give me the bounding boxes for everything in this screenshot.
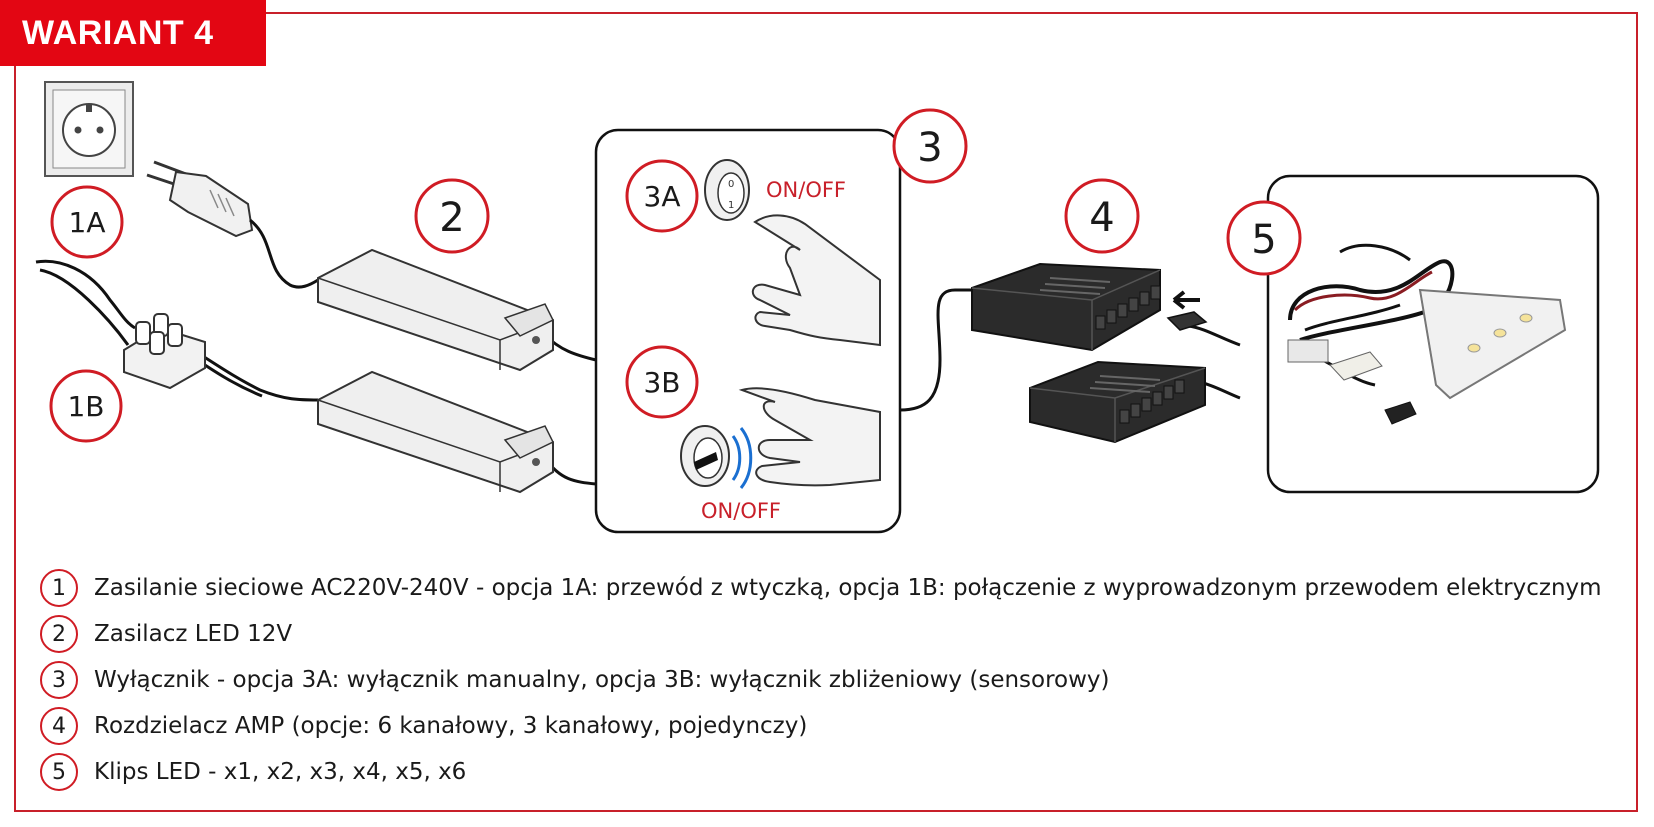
svg-text:4: 4 xyxy=(1089,195,1114,241)
badge-2: 2 xyxy=(414,178,490,254)
legend-number: 5 xyxy=(40,753,78,791)
svg-text:1: 1 xyxy=(728,200,734,211)
legend-number: 2 xyxy=(40,615,78,653)
svg-text:5: 5 xyxy=(1251,217,1276,263)
legend-item-5: 5 Klips LED - x1, x2, x3, x4, x5, x6 xyxy=(40,752,466,792)
wiring-diagram: 0 1 ON/OFF ON/OFF xyxy=(35,81,1600,534)
svg-text:3B: 3B xyxy=(643,366,680,399)
badge-3: 3 xyxy=(892,108,968,184)
legend-text: Zasilanie sieciowe AC220V-240V - opcja 1… xyxy=(94,575,1602,601)
badge-3b: 3B xyxy=(625,345,699,419)
led-clip-product xyxy=(1287,243,1567,425)
amp-plug xyxy=(1166,290,1208,331)
legend-text: Rozdzielacz AMP (opcje: 6 kanałowy, 3 ka… xyxy=(94,713,808,739)
badge-1b: 1B xyxy=(49,369,123,443)
svg-text:3A: 3A xyxy=(644,180,681,213)
badge-1a: 1A xyxy=(50,185,124,259)
legend-item-1: 1 Zasilanie sieciowe AC220V-240V - opcja… xyxy=(40,568,1602,608)
hand-sensor-icon xyxy=(738,387,881,487)
legend-text: Zasilacz LED 12V xyxy=(94,621,293,647)
legend-item-4: 4 Rozdzielacz AMP (opcje: 6 kanałowy, 3 … xyxy=(40,706,807,746)
legend-text: Wyłącznik - opcja 3A: wyłącznik manualny… xyxy=(94,667,1110,693)
legend-item-3: 3 Wyłącznik - opcja 3A: wyłącznik manual… xyxy=(40,660,1110,700)
wall-socket xyxy=(44,81,134,177)
legend-text: Klips LED - x1, x2, x3, x4, x5, x6 xyxy=(94,759,467,785)
hand-manual-icon xyxy=(751,214,881,347)
amp-distributor-6ch xyxy=(971,262,1161,352)
power-plug xyxy=(146,160,254,238)
amp-distributor-3ch xyxy=(1029,360,1206,444)
svg-text:0: 0 xyxy=(728,179,734,190)
legend-item-2: 2 Zasilacz LED 12V xyxy=(40,614,292,654)
badge-5: 5 xyxy=(1226,200,1302,276)
manual-switch: 0 1 xyxy=(704,159,750,221)
led-power-supply-top xyxy=(317,248,555,372)
badge-4: 4 xyxy=(1064,178,1140,254)
svg-text:1B: 1B xyxy=(67,390,104,423)
badge-3a: 3A xyxy=(625,159,699,233)
terminal-block xyxy=(123,313,206,390)
svg-text:1A: 1A xyxy=(69,206,106,239)
legend-number: 1 xyxy=(40,569,78,607)
led-power-supply-bottom xyxy=(317,370,555,494)
legend-number: 4 xyxy=(40,707,78,745)
sensor-switch-label: ON/OFF xyxy=(701,499,781,523)
svg-text:3: 3 xyxy=(917,125,942,171)
variant-label: WARIANT 4 xyxy=(0,0,266,66)
sensor-switch xyxy=(680,425,753,489)
svg-text:2: 2 xyxy=(439,195,464,241)
legend-number: 3 xyxy=(40,661,78,699)
diagram-frame xyxy=(14,12,1638,812)
manual-switch-label: ON/OFF xyxy=(766,178,846,202)
